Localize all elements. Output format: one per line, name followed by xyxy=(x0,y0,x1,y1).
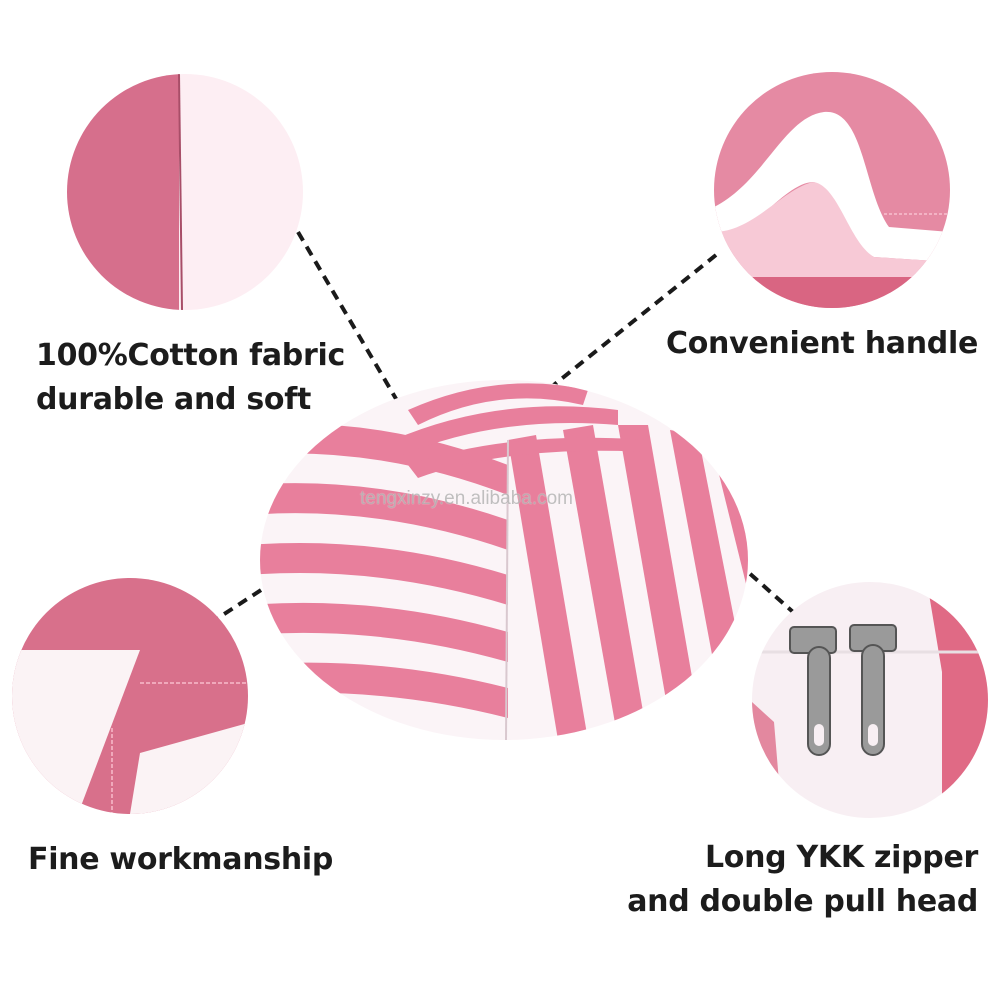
workmanship-detail-image xyxy=(12,578,248,814)
bean-bag-product-image xyxy=(258,370,750,740)
handle-detail-image xyxy=(714,72,950,308)
zipper-pull-icon xyxy=(789,624,897,756)
cotton-fabric-detail-image xyxy=(67,74,303,310)
feature-handle-line1: Convenient handle xyxy=(666,326,978,361)
feature-label-handle: Convenient handle xyxy=(666,322,978,366)
feature-label-zipper: Long YKK zipper and double pull head xyxy=(627,836,978,924)
feature-cotton-line1: 100%Cotton fabric xyxy=(36,338,345,373)
feature-cotton-line2: durable and soft xyxy=(36,382,311,417)
leader-line-handle xyxy=(543,253,718,394)
zipper-detail-image xyxy=(752,582,988,818)
watermark: tengxinzy.en.alibaba.com xyxy=(360,488,573,509)
feature-zipper-line2: and double pull head xyxy=(627,884,978,919)
feature-label-workmanship: Fine workmanship xyxy=(28,838,333,882)
feature-zipper-line1: Long YKK zipper xyxy=(704,840,978,875)
feature-workmanship-line1: Fine workmanship xyxy=(28,842,334,877)
feature-label-cotton: 100%Cotton fabric durable and soft xyxy=(36,334,345,422)
